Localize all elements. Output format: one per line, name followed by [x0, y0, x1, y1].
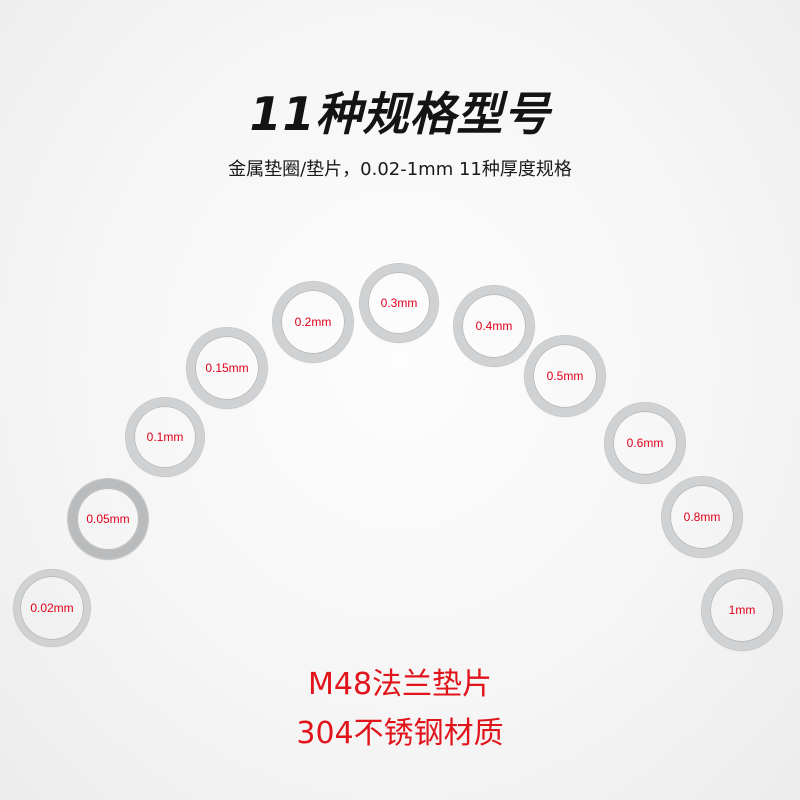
washer-label: 0.02mm: [30, 601, 74, 615]
washer-0-05mm: 0.05mm: [68, 479, 148, 559]
washer-1mm: 1mm: [702, 570, 782, 650]
washer-0-2mm: 0.2mm: [273, 282, 353, 362]
washer-0-15mm: 0.15mm: [187, 328, 267, 408]
washer-label: 0.1mm: [146, 430, 184, 444]
washer-label: 1mm: [728, 603, 756, 617]
washer-0-3mm: 0.3mm: [360, 264, 438, 342]
washer-0-6mm: 0.6mm: [605, 403, 685, 483]
material-text: 304不锈钢材质: [296, 716, 504, 751]
washer-0-1mm: 0.1mm: [126, 398, 204, 476]
page-subtitle: 金属垫圈/垫片，0.02-1mm 11种厚度规格: [228, 159, 572, 180]
washer-label: 0.05mm: [86, 512, 130, 526]
washer-0-5mm: 0.5mm: [525, 336, 605, 416]
washer-label: 0.5mm: [546, 369, 584, 383]
washer-label: 0.3mm: [380, 296, 418, 310]
washer-label: 0.15mm: [205, 361, 249, 375]
washer-0-8mm: 0.8mm: [662, 477, 742, 557]
washer-label: 0.2mm: [294, 315, 332, 329]
washer-label: 0.6mm: [626, 436, 664, 450]
page-title: 11种规格型号: [249, 87, 551, 141]
washer-0-4mm: 0.4mm: [454, 286, 534, 366]
washer-label: 0.8mm: [683, 510, 721, 524]
model-text: M48法兰垫片: [307, 667, 493, 702]
washer-label: 0.4mm: [475, 319, 513, 333]
washer-0-02mm: 0.02mm: [14, 570, 90, 646]
